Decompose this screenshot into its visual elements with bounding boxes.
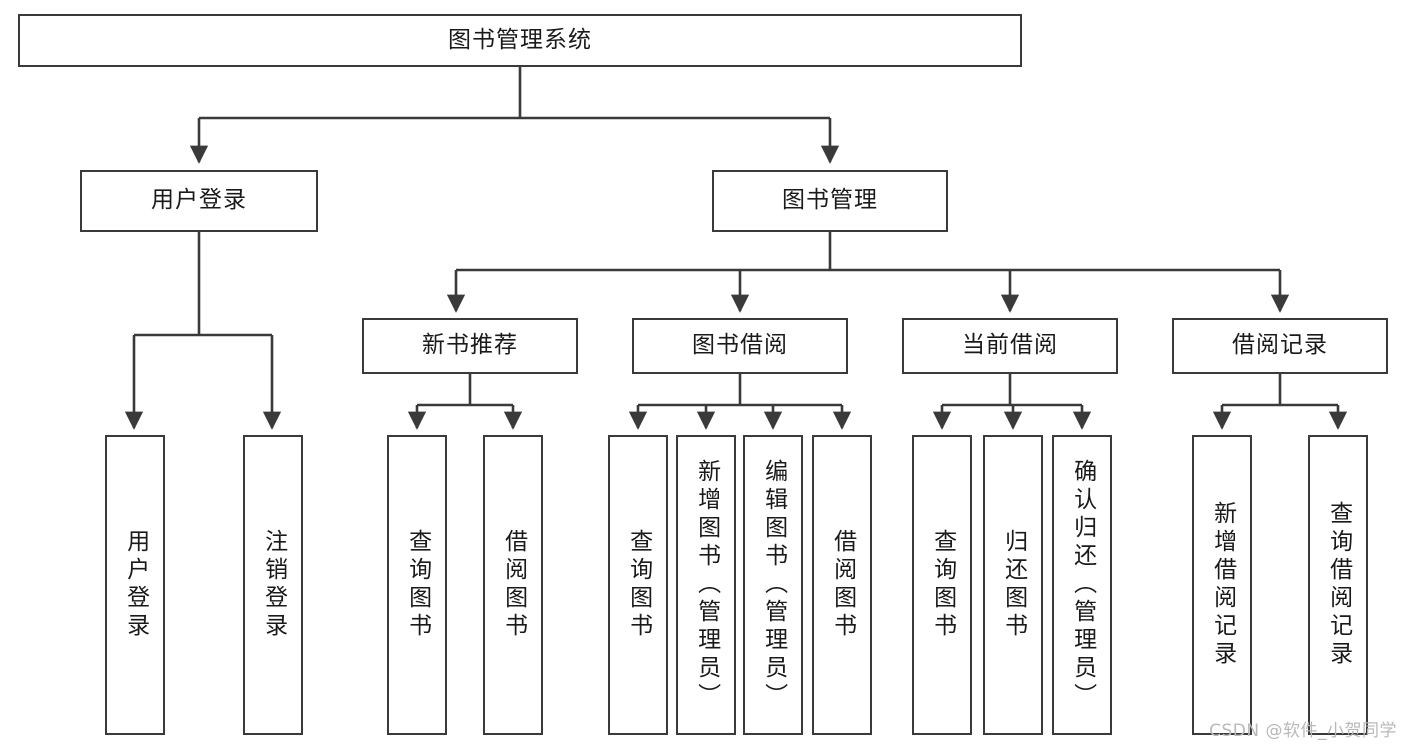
node-borrow-record-label: 借阅记录 xyxy=(1232,332,1328,359)
csdn-watermark: CSDN @软件_小贺同学 xyxy=(1209,721,1397,741)
node-root[interactable]: 图书管理系统 xyxy=(18,14,1022,67)
node-leaf-return-book[interactable]: 归还图书 xyxy=(983,435,1043,735)
node-leaf-query-record[interactable]: 查询借阅记录 xyxy=(1308,435,1368,735)
node-new-book-rec-label: 新书推荐 xyxy=(422,332,518,359)
node-leaf-edit-book-label: 编辑图书（管理员） xyxy=(760,459,787,711)
node-leaf-add-record[interactable]: 新增借阅记录 xyxy=(1192,435,1252,735)
node-new-book-rec[interactable]: 新书推荐 xyxy=(362,318,578,374)
node-book-borrow[interactable]: 图书借阅 xyxy=(632,318,848,374)
node-current-borrow[interactable]: 当前借阅 xyxy=(902,318,1118,374)
node-leaf-add-book[interactable]: 新增图书（管理员） xyxy=(676,435,736,735)
node-leaf-confirm-return-label: 确认归还（管理员） xyxy=(1069,459,1096,711)
node-leaf-query-book-1[interactable]: 查询图书 xyxy=(387,435,447,735)
node-leaf-query-book-3-label: 查询图书 xyxy=(929,529,956,641)
node-leaf-query-record-label: 查询借阅记录 xyxy=(1325,501,1352,669)
node-book-manage-label: 图书管理 xyxy=(782,187,878,214)
node-current-borrow-label: 当前借阅 xyxy=(962,332,1058,359)
node-book-manage[interactable]: 图书管理 xyxy=(712,170,948,232)
node-leaf-query-book-3[interactable]: 查询图书 xyxy=(912,435,972,735)
node-leaf-query-book-2-label: 查询图书 xyxy=(625,529,652,641)
node-leaf-borrow-book-1-label: 借阅图书 xyxy=(500,529,527,641)
node-user-login-label: 用户登录 xyxy=(151,187,247,214)
node-leaf-user-login[interactable]: 用户登录 xyxy=(105,435,165,735)
node-leaf-add-record-label: 新增借阅记录 xyxy=(1209,501,1236,669)
node-leaf-borrow-book-2[interactable]: 借阅图书 xyxy=(812,435,872,735)
node-leaf-return-book-label: 归还图书 xyxy=(1000,529,1027,641)
node-leaf-query-book-2[interactable]: 查询图书 xyxy=(608,435,668,735)
node-leaf-borrow-book-2-label: 借阅图书 xyxy=(829,529,856,641)
node-leaf-query-book-1-label: 查询图书 xyxy=(404,529,431,641)
node-leaf-confirm-return[interactable]: 确认归还（管理员） xyxy=(1052,435,1112,735)
node-borrow-record[interactable]: 借阅记录 xyxy=(1172,318,1388,374)
node-leaf-add-book-label: 新增图书（管理员） xyxy=(693,459,720,711)
node-leaf-borrow-book-1[interactable]: 借阅图书 xyxy=(483,435,543,735)
node-book-borrow-label: 图书借阅 xyxy=(692,332,788,359)
node-leaf-edit-book[interactable]: 编辑图书（管理员） xyxy=(743,435,803,735)
node-leaf-logout[interactable]: 注销登录 xyxy=(243,435,303,735)
node-leaf-user-login-label: 用户登录 xyxy=(122,529,149,641)
node-user-login[interactable]: 用户登录 xyxy=(80,170,318,232)
node-leaf-logout-label: 注销登录 xyxy=(260,529,287,641)
node-root-label: 图书管理系统 xyxy=(448,26,592,53)
